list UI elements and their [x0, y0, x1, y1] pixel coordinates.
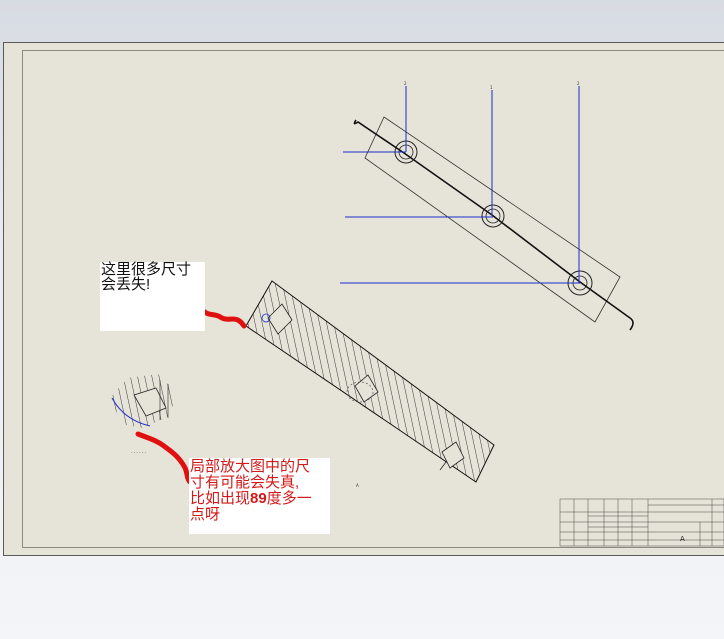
note-line: 寸有可能会失真, [190, 474, 300, 491]
plate-outline [364, 116, 621, 323]
balloon-label: 1 [490, 85, 493, 90]
hole-circle-outer[interactable] [481, 204, 505, 228]
title-block[interactable] [559, 498, 724, 547]
note-text: 比如出现 [190, 490, 251, 507]
note-text: 度多一 [266, 490, 312, 507]
hole-circle-inner [485, 208, 501, 224]
section-hole [354, 374, 379, 403]
title-block-letter: A [680, 535, 685, 543]
note-line: 会丢失! [101, 276, 151, 293]
detail-caption: - - - - - - [131, 450, 147, 455]
note-line: 比如出现89度多一 [190, 491, 330, 507]
section-hole [267, 303, 293, 335]
balloon-label: 2 [577, 81, 580, 86]
view-label: A [356, 483, 359, 488]
detail-view[interactable]: - - - - - - [110, 374, 176, 455]
section-outline [245, 280, 495, 483]
note-number: 89 [250, 490, 267, 507]
detail-marker [261, 313, 271, 323]
detail-arc [111, 397, 151, 427]
detail-circle[interactable] [346, 381, 374, 403]
note-line: 这里很多尺寸 [101, 261, 192, 278]
dimension-lines [340, 86, 580, 284]
annotation-note-dimensions-lost[interactable]: 这里很多尺寸 会丢失! [100, 262, 205, 331]
drawing-sheet-border [22, 50, 724, 548]
top-view[interactable]: 2 1 2 [340, 81, 634, 331]
section-hole [441, 441, 465, 469]
note-line: 点呀 [190, 506, 221, 523]
balloon-label: 2 [404, 81, 407, 86]
note-line: 局部放大图中的尺 [190, 458, 311, 475]
annotation-note-detail-distortion[interactable]: 局部放大图中的尺 寸有可能会失真, 比如出现89度多一 点呀 [189, 458, 330, 534]
